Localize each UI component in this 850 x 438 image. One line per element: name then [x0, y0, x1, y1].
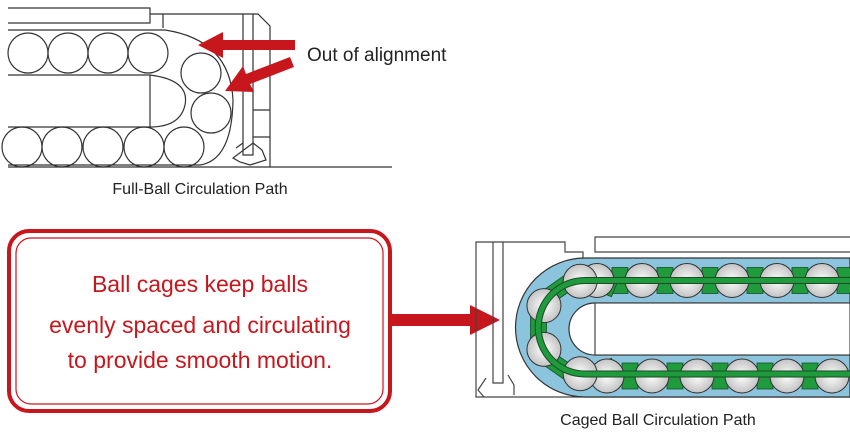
annotation-out-of-alignment: Out of alignment: [307, 45, 447, 66]
full-ball-diagram: [1, 7, 392, 168]
rail-top: [8, 7, 151, 24]
balls-top-row: [7, 32, 169, 74]
callout-line-2: evenly spaced and circulating: [49, 312, 351, 338]
end-cap-frame: [475, 241, 850, 398]
misalignment-arrows: [198, 32, 295, 92]
balls-misaligned: [180, 52, 232, 134]
callout-line-1: Ball cages keep balls: [92, 271, 308, 297]
end-seal: [477, 374, 515, 398]
cage-band: [535, 278, 850, 377]
return-path-inner: [8, 74, 187, 128]
callout-arrow-icon: [390, 305, 500, 335]
end-cap-frame: [150, 13, 271, 167]
end-cap-rod: [492, 242, 504, 384]
caged-ball-diagram: [475, 236, 850, 398]
caption-full-ball: Full-Ball Circulation Path: [112, 181, 287, 198]
ball-cage: [526, 263, 850, 394]
rail-top: [594, 236, 850, 253]
inner-block: [594, 302, 850, 356]
balls-bottom-row: [1, 126, 205, 168]
callout-box: [7, 229, 392, 413]
return-path-outer: [8, 29, 234, 166]
caption-caged-ball: Caged Ball Circulation Path: [560, 412, 756, 429]
arrow-icon: [198, 32, 295, 58]
callout-line-3: to provide smooth motion.: [68, 347, 333, 373]
end-seal: [231, 142, 267, 166]
arrow-icon: [225, 57, 294, 92]
